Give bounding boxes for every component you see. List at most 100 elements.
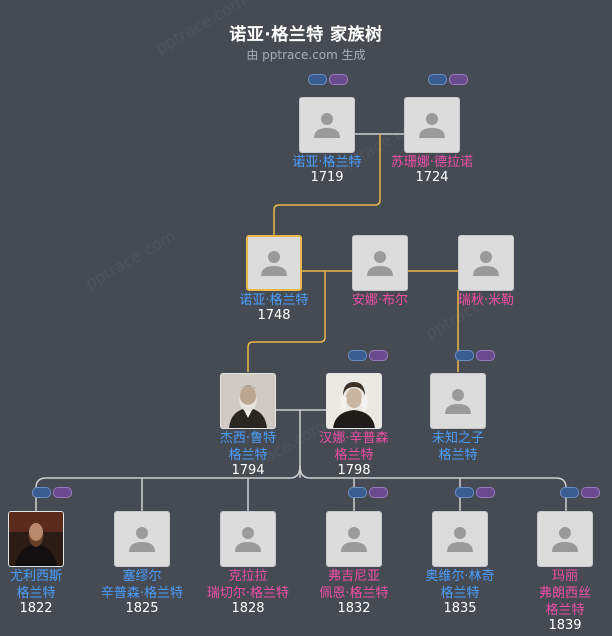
person-card[interactable] xyxy=(404,97,460,153)
expand-spouse-icon[interactable] xyxy=(369,350,388,361)
person-name: 佩恩·格兰特 xyxy=(319,586,389,601)
person-photo[interactable] xyxy=(220,373,276,429)
person-birth-year: 1828 xyxy=(231,601,265,616)
person-silhouette-icon xyxy=(552,527,578,552)
person-node[interactable]: 安娜·布尔 xyxy=(320,235,440,308)
person-node[interactable]: 玛丽 弗朗西丝 格兰特 1839 xyxy=(505,511,612,633)
person-name: 格兰特 xyxy=(16,586,56,601)
person-name: 奥维尔·林奇 xyxy=(425,569,495,584)
expand-buttons xyxy=(308,74,348,85)
expand-parents-icon[interactable] xyxy=(348,350,367,361)
person-name: 苏珊娜·德拉诺 xyxy=(390,155,474,170)
person-node[interactable]: 苏珊娜·德拉诺 1724 xyxy=(372,97,492,185)
person-node[interactable]: 杰西·鲁特 格兰特 1794 xyxy=(188,373,308,478)
person-card[interactable] xyxy=(246,235,302,291)
expand-buttons xyxy=(560,487,600,498)
expand-spouse-icon[interactable] xyxy=(329,74,348,85)
person-node[interactable]: 诺亚·格兰特 1719 xyxy=(267,97,387,185)
expand-buttons xyxy=(348,487,388,498)
person-node[interactable]: 瑞秋·米勒 xyxy=(426,235,546,308)
person-silhouette-icon xyxy=(129,527,155,552)
person-node[interactable]: 克拉拉 瑞切尔·格兰特 1828 xyxy=(188,511,308,616)
expand-spouse-icon[interactable] xyxy=(449,74,468,85)
person-name: 辛普森·格兰特 xyxy=(100,586,184,601)
expand-spouse-icon[interactable] xyxy=(476,487,495,498)
person-card[interactable] xyxy=(537,511,593,567)
person-name: 弗吉尼亚 xyxy=(327,569,380,584)
person-name: 格兰特 xyxy=(545,603,585,618)
expand-spouse-icon[interactable] xyxy=(476,350,495,361)
person-birth-year: 1839 xyxy=(548,618,582,633)
expand-spouse-icon[interactable] xyxy=(369,487,388,498)
person-node[interactable]: 尤利西斯 格兰特 1822 xyxy=(0,511,96,616)
person-photo[interactable] xyxy=(8,511,64,567)
person-name: 克拉拉 xyxy=(228,569,268,584)
person-node-selected[interactable]: 诺亚·格兰特 1748 xyxy=(214,235,334,323)
person-birth-year: 1822 xyxy=(19,601,53,616)
expand-parents-icon[interactable] xyxy=(32,487,51,498)
person-name: 格兰特 xyxy=(334,448,374,463)
person-name: 玛丽 xyxy=(551,569,578,584)
person-silhouette-icon xyxy=(367,251,393,276)
person-node[interactable]: 塞缪尔 辛普森·格兰特 1825 xyxy=(82,511,202,616)
person-name: 诺亚·格兰特 xyxy=(292,155,362,170)
person-name: 尤利西斯 xyxy=(9,569,62,584)
descent-line xyxy=(299,465,567,512)
expand-parents-icon[interactable] xyxy=(560,487,579,498)
ancestry-line xyxy=(273,134,381,236)
ancestry-line xyxy=(247,271,326,372)
person-silhouette-icon xyxy=(235,527,261,552)
person-birth-year: 1835 xyxy=(443,601,477,616)
person-silhouette-icon xyxy=(261,251,287,276)
person-birth-year: 1832 xyxy=(337,601,371,616)
person-node[interactable]: 奥维尔·林奇 格兰特 1835 xyxy=(400,511,520,616)
person-birth-year: 1798 xyxy=(337,463,371,478)
person-name: 安娜·布尔 xyxy=(351,293,409,308)
person-card[interactable] xyxy=(352,235,408,291)
person-silhouette-icon xyxy=(341,527,367,552)
person-card[interactable] xyxy=(299,97,355,153)
expand-buttons xyxy=(32,487,72,498)
portrait-photo-icon xyxy=(327,374,381,428)
expand-parents-icon[interactable] xyxy=(308,74,327,85)
person-name: 未知之子 xyxy=(431,431,484,446)
person-card[interactable] xyxy=(220,511,276,567)
person-silhouette-icon xyxy=(473,251,499,276)
portrait-photo-icon xyxy=(221,374,275,428)
person-silhouette-icon xyxy=(314,113,340,138)
person-name: 杰西·鲁特 xyxy=(219,431,277,446)
person-node[interactable]: 汉娜·辛普森 格兰特 1798 xyxy=(294,373,414,478)
expand-parents-icon[interactable] xyxy=(348,487,367,498)
expand-parents-icon[interactable] xyxy=(455,487,474,498)
person-card[interactable] xyxy=(432,511,488,567)
person-birth-year: 1825 xyxy=(125,601,159,616)
portrait-photo-icon xyxy=(9,512,63,566)
person-card[interactable] xyxy=(430,373,486,429)
expand-spouse-icon[interactable] xyxy=(53,487,72,498)
person-name: 瑞切尔·格兰特 xyxy=(206,586,290,601)
person-name: 瑞秋·米勒 xyxy=(457,293,515,308)
person-card[interactable] xyxy=(458,235,514,291)
person-node[interactable]: 未知之子 格兰特 xyxy=(398,373,518,463)
person-birth-year: 1719 xyxy=(310,170,344,185)
expand-spouse-icon[interactable] xyxy=(581,487,600,498)
expand-buttons xyxy=(455,350,495,361)
person-name: 格兰特 xyxy=(440,586,480,601)
descent-line xyxy=(35,465,301,512)
person-node[interactable]: 弗吉尼亚 佩恩·格兰特 1832 xyxy=(294,511,414,616)
expand-parents-icon[interactable] xyxy=(428,74,447,85)
person-silhouette-icon xyxy=(445,389,471,414)
person-silhouette-icon xyxy=(447,527,473,552)
person-birth-year: 1724 xyxy=(415,170,449,185)
expand-parents-icon[interactable] xyxy=(455,350,474,361)
person-name: 汉娜·辛普森 xyxy=(319,431,389,446)
person-card[interactable] xyxy=(114,511,170,567)
page-subtitle: 由 pptrace.com 生成 xyxy=(246,48,366,62)
page-title: 诺亚·格兰特 家族树 xyxy=(229,25,383,45)
person-photo[interactable] xyxy=(326,373,382,429)
person-name: 格兰特 xyxy=(438,448,478,463)
person-name: 格兰特 xyxy=(228,448,268,463)
person-name: 塞缪尔 xyxy=(122,569,162,584)
person-card[interactable] xyxy=(326,511,382,567)
